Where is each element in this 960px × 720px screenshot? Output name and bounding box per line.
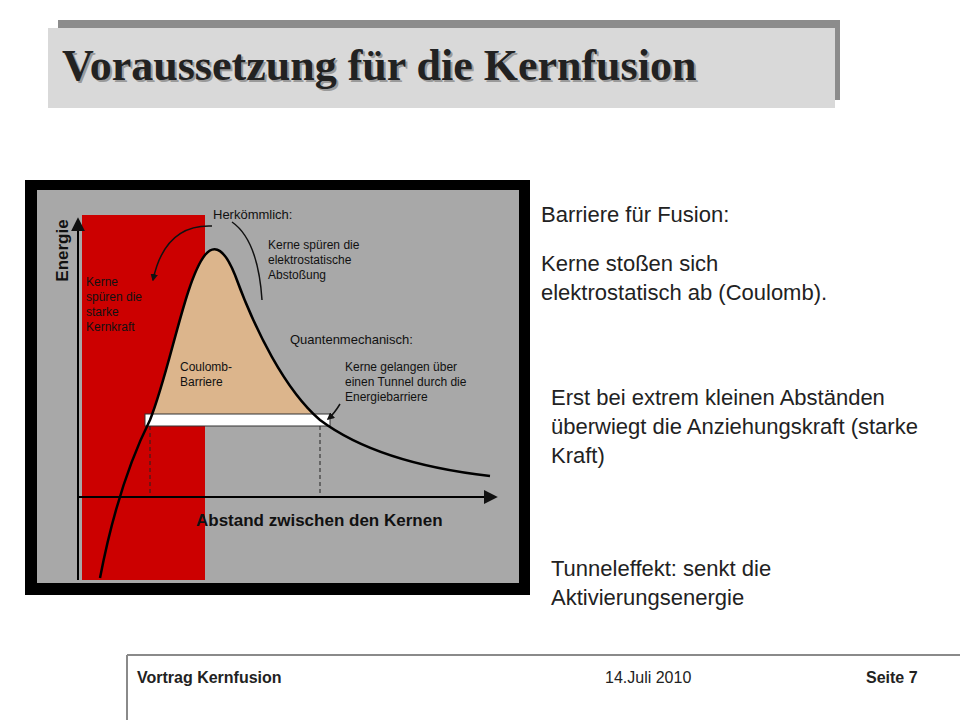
tunnel-arrow [328,404,340,419]
graph-note: Kerne gelangen über einen Tunnel durch d… [345,360,485,405]
dashed-line [150,426,151,497]
footer-rule [127,654,960,656]
footer-text: Vortrag Kernfusion [137,668,357,688]
classical-arrow [153,226,212,280]
axis-label: Abstand zwischen den Kernen [196,510,476,531]
graph-note: Herkömmlich: [213,207,313,223]
slide-text: Kerne stoßen sich elektrostatisch ab (Co… [541,249,841,307]
potential-curve [100,249,490,578]
repulsion-leader [232,222,262,300]
tunnel-bar [145,414,330,426]
dashed-line [320,426,321,497]
page-number: Seite 7 [866,668,956,688]
graph-frame [25,180,530,595]
axis-label: Energie [52,211,73,291]
slide-title: Voraussetzung für die Kernfusion [62,40,832,92]
barrier-label: Coulomb- Barriere [180,360,260,390]
footer-date: 14.Juli 2010 [605,668,755,688]
graph-background [37,190,519,583]
graph-note: Quantenmechanisch: [290,332,430,348]
slide-text: Erst bei extrem kleinen Abständen überwi… [551,383,931,470]
graph-note: Kerne spüren die elektrostatische Abstoß… [268,238,400,283]
slide-text: Barriere für Fusion: [541,200,941,229]
energy-axis [77,220,79,580]
slide-text: Tunneleffekt: senkt die Aktivierungsener… [551,554,931,612]
title-box [48,28,835,108]
footer-rule [126,655,128,720]
distance-axis [78,496,495,498]
region-label: Kerne spüren die starke Kernkraft [86,275,146,335]
